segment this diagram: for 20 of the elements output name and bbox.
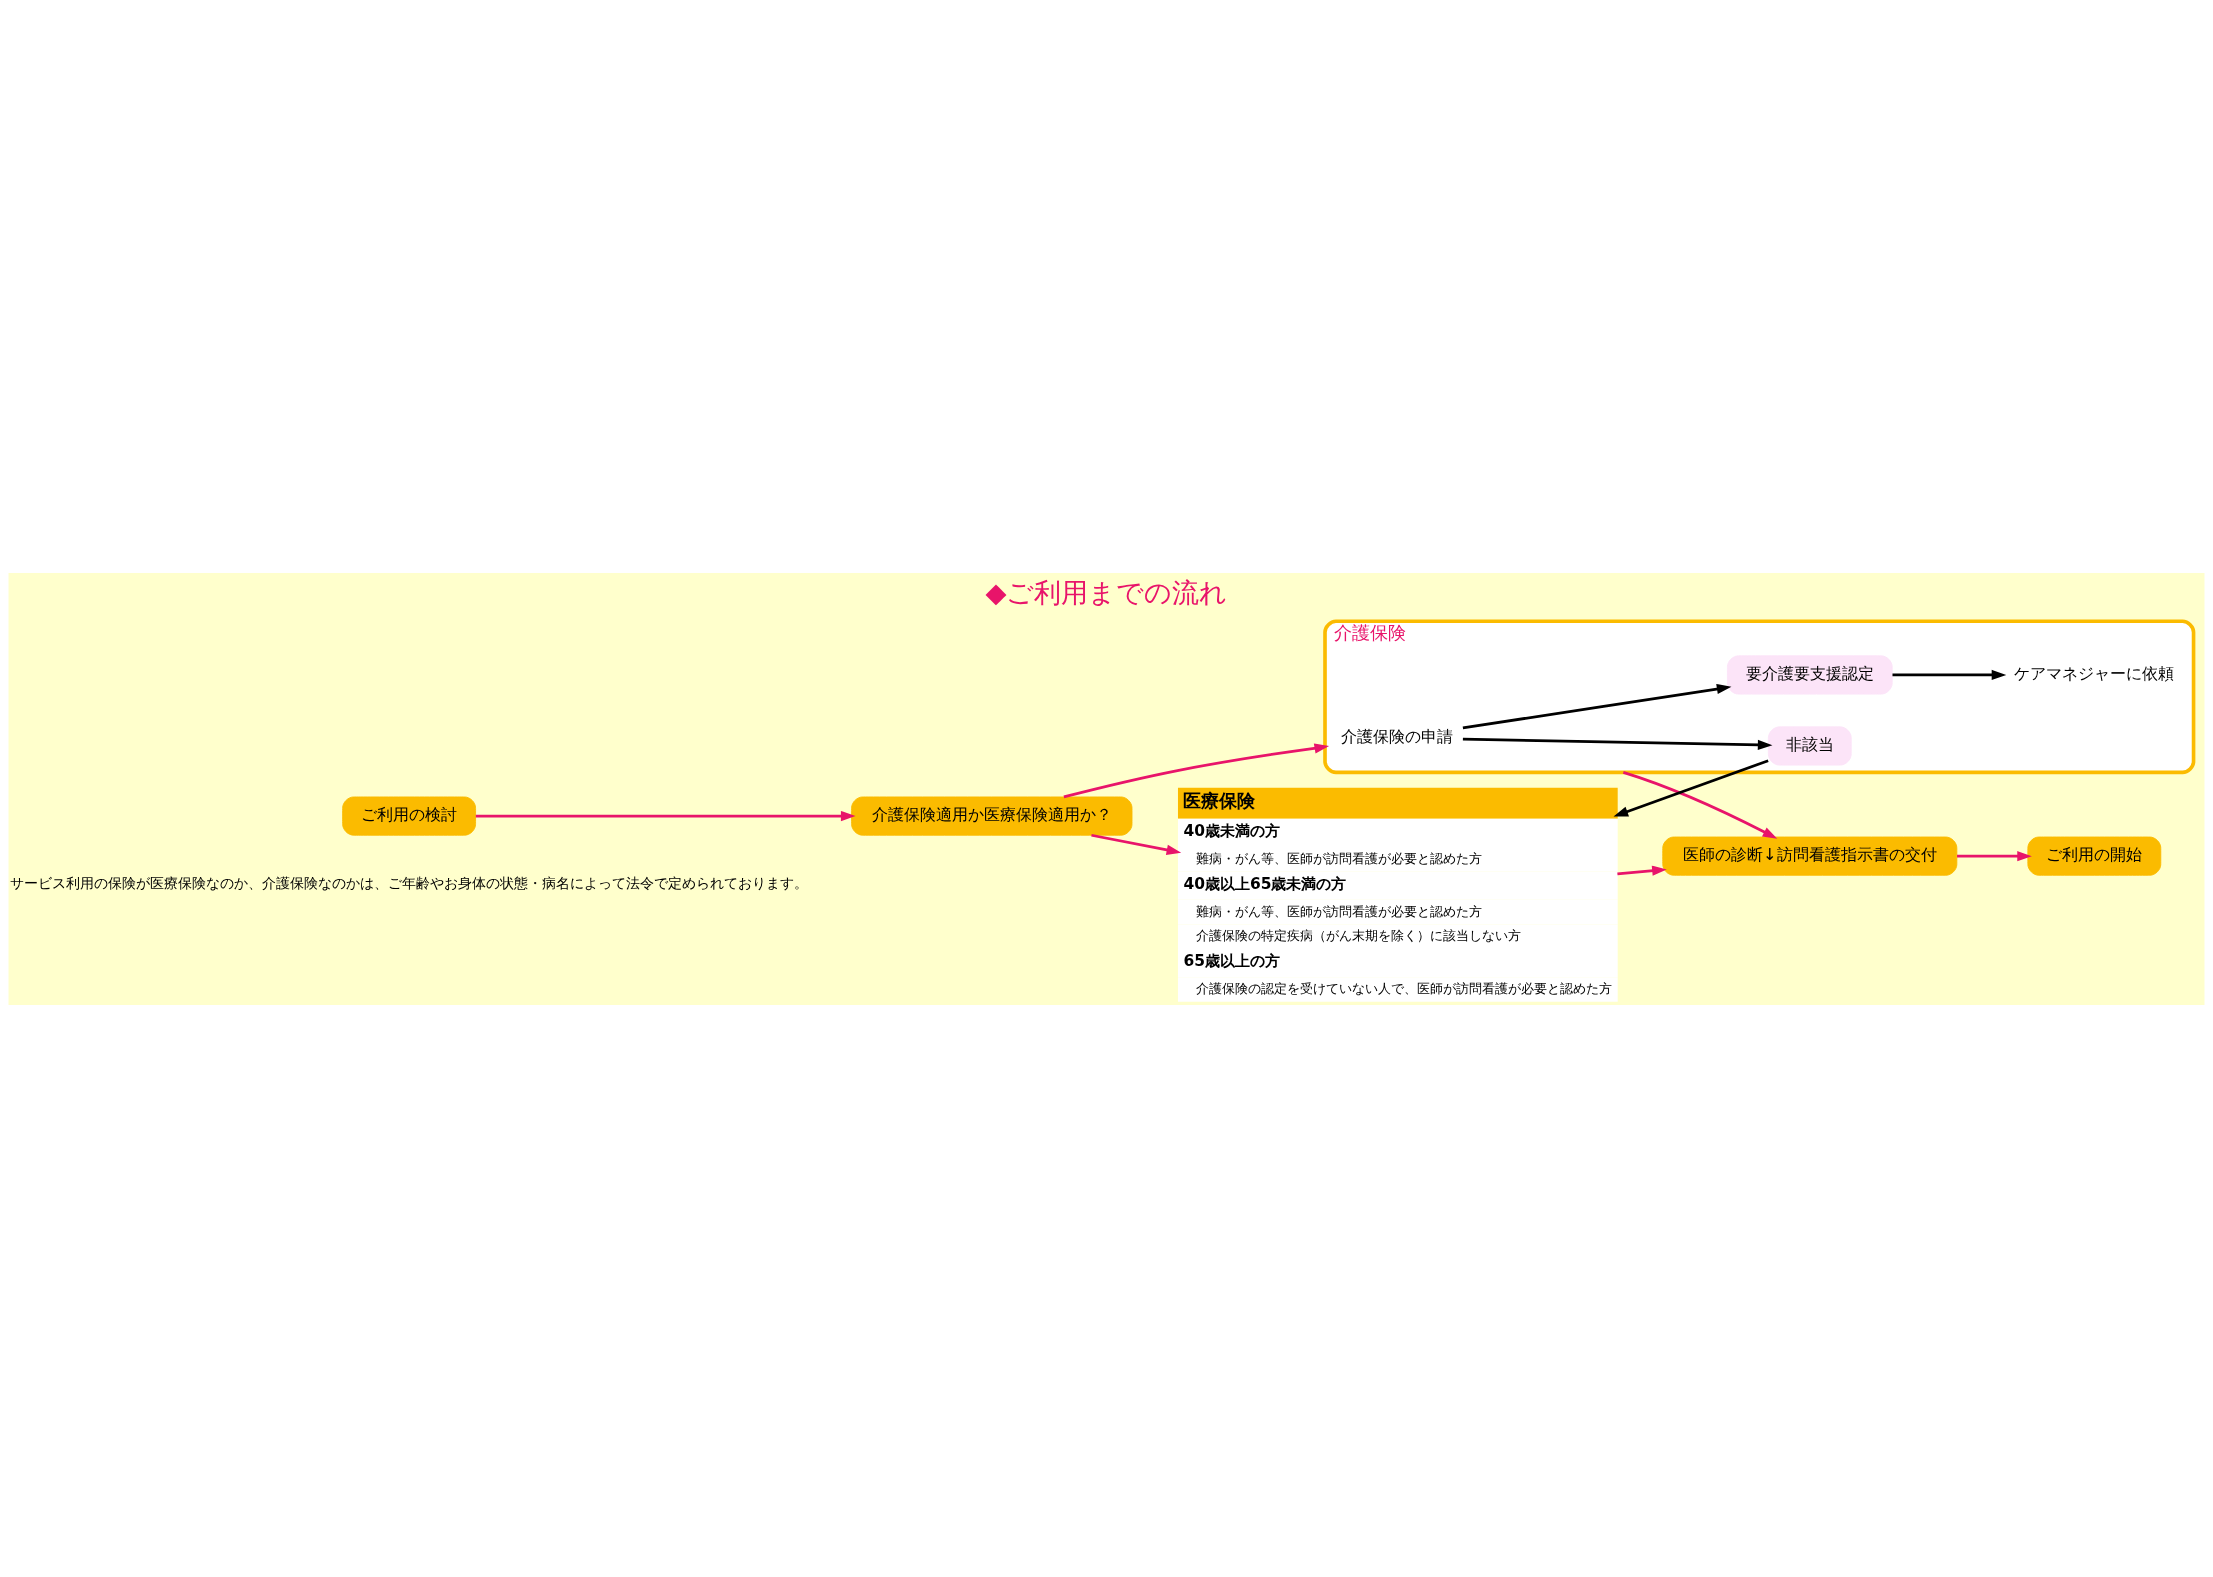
arrow (1613, 758, 1769, 817)
node-box: 医師の診断↓訪問看護指示書の交付 (1662, 836, 1958, 876)
node-box: 介護保険適用か医療保険適用か？ (851, 796, 1133, 836)
arrow (1957, 850, 2032, 861)
arrow (1892, 669, 2007, 680)
node-text: 介護保険の申請 (1341, 726, 1454, 746)
arrow (1462, 737, 1773, 750)
arrow (1617, 865, 1667, 876)
node-box: 要介護要支援認定 (1726, 654, 1893, 695)
arrow (475, 810, 856, 821)
caption: サービス利用の保険が医療保険なのか、介護保険なのかは、ご年齢やお身体の状態・病名によって法令で定められております。 (10, 874, 809, 891)
diagram-title: ◆ご利用までの流れ (985, 576, 1228, 608)
node-box: 非該当 (1767, 725, 1852, 766)
arrow (1622, 770, 1778, 839)
node-text: ケアマネジャーに依頼 (2014, 663, 2175, 683)
node-box: ご利用の検討 (342, 796, 477, 836)
arrow (1462, 683, 1732, 729)
node-box: ご利用の開始 (2027, 836, 2162, 876)
arrow (1091, 833, 1182, 855)
arrow (1063, 742, 1330, 798)
